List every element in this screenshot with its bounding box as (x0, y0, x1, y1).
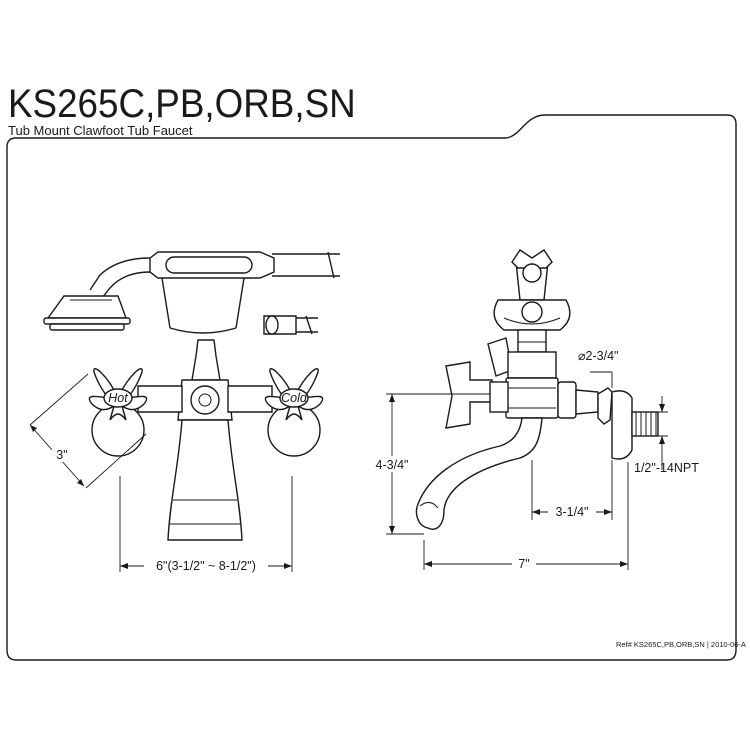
model-title: KS265C,PB,ORB,SN (8, 82, 356, 126)
height-dimension: 4-3/4" (376, 458, 409, 472)
diameter-dimension: ⌀2-3/4" (578, 349, 618, 363)
thread-dimension: 1/2"-14NPT (634, 461, 699, 475)
cold-handle-label: Cold (281, 391, 308, 405)
offset-dimension: 3-1/4" (556, 505, 589, 519)
diagonal-dimension: 3" (56, 448, 67, 462)
length-dimension: 7" (518, 557, 529, 571)
handle-spacing-dimension: 6"(3-1/2" ~ 8-1/2") (156, 559, 256, 573)
drawing-frame (6, 114, 737, 661)
front-view-faucet: Hot Cold (43, 251, 340, 541)
front-dimensions: 6"(3-1/2" ~ 8-1/2") 3" (29, 373, 293, 573)
reference-code: Ref# KS265C,PB,ORB,SN | 2010-06-A (616, 640, 746, 649)
hot-handle-label: Hot (108, 391, 128, 405)
side-dimensions: ⌀2-3/4" 4-3/4" 3-1/4" 7" 1/2"-14NPT (368, 349, 699, 571)
product-description: Tub Mount Clawfoot Tub Faucet (8, 123, 193, 138)
side-view-faucet (415, 249, 659, 530)
